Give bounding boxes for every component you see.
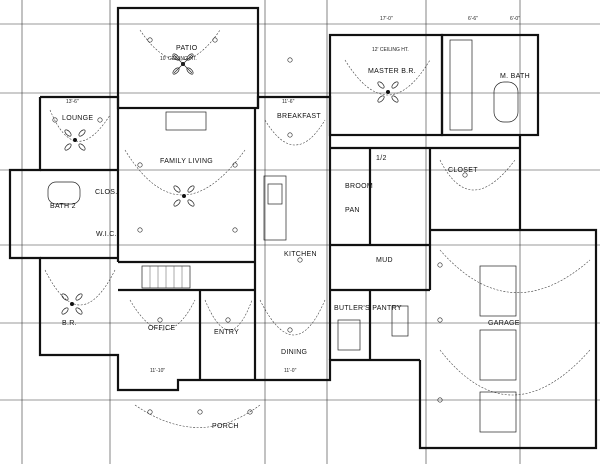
ceiling-fan-icon [172,53,194,75]
ceiling-note-b: 12' CEILING HT. [372,47,409,53]
room-label-mud: MUD [376,257,393,264]
ceiling-fan-icon [377,81,399,103]
light-fixture-icon [97,117,103,123]
electrical-wiring [44,29,591,428]
light-fixture-icon [157,317,163,323]
light-fixture-icon [147,37,153,43]
ceiling-fans [61,53,399,315]
room-label-office: OFFICE [148,325,175,332]
light-fixture-icon [437,262,443,268]
light-fixture-icon [225,317,231,323]
room-label-dining: DINING [281,349,307,356]
light-fixture-icon [247,409,253,415]
room-label-porch: PORCH [212,423,239,430]
dimension-top-a: 17'-0" [380,16,393,22]
dimension-strings: 17'-0" 6'-6" 6'-0" 13'-6" 11'-6" 11'-10"… [66,16,520,374]
room-labels: PATIO MASTER B.R. M. BATH LOUNGE BREAKFA… [50,45,530,430]
light-fixtures [52,37,468,415]
light-fixture-icon [52,117,58,123]
light-fixture-icon [137,162,143,168]
walls [8,6,598,450]
room-label-butlers-pantry: BUTLER'S PANTRY [334,305,402,312]
light-fixture-icon [287,57,293,63]
light-fixture-icon [462,172,468,178]
light-fixture-icon [437,397,443,403]
light-fixture-icon [212,37,218,43]
room-label-family-living: FAMILY LIVING [160,158,213,165]
light-fixture-icon [232,162,238,168]
dimension-office-width: 11'-10" [150,368,165,374]
room-label-garage: GARAGE [488,320,520,327]
room-label-entry: ENTRY [214,329,239,336]
ceiling-fan-icon [64,129,86,151]
light-fixture-icon [437,317,443,323]
room-label-breakfast: BREAKFAST [277,113,321,120]
dimension-lounge-width: 13'-6" [66,99,79,105]
room-label-lounge: LOUNGE [62,115,93,122]
ceiling-fan-icon [61,293,83,315]
ceiling-fan-icon [173,185,195,207]
room-label-closet: CLOSET [448,167,478,174]
light-fixture-icon [197,409,203,415]
fixtures [47,39,519,433]
dimension-dining-width: 11'-0" [284,368,297,374]
light-fixture-icon [287,327,293,333]
room-label-wic: W.I.C. [96,231,117,238]
light-fixture-icon [297,257,303,263]
light-fixture-icon [147,409,153,415]
room-label-clos: CLOS. [95,189,118,196]
room-label-pan: PAN [345,207,360,214]
light-fixture-icon [232,227,238,233]
room-label-patio: PATIO [176,45,198,52]
light-fixture-icon [287,132,293,138]
dimension-breakfast-width: 11'-6" [282,99,295,105]
room-label-m-bath: M. BATH [500,73,530,80]
room-label-half-bath: 1/2 [376,155,387,162]
room-label-master-br: MASTER B.R. [368,68,416,75]
light-fixture-icon [137,227,143,233]
dimension-top-c: 6'-0" [510,16,520,22]
room-label-kitchen: KITCHEN [284,251,317,258]
ceiling-note-a: 10' CEILING HT. [160,56,197,62]
room-label-bath-2: BATH 2 [50,203,76,210]
room-label-broom: BROOM [345,183,373,190]
dimension-top-b: 6'-6" [468,16,478,22]
room-label-br: B.R. [62,320,77,327]
